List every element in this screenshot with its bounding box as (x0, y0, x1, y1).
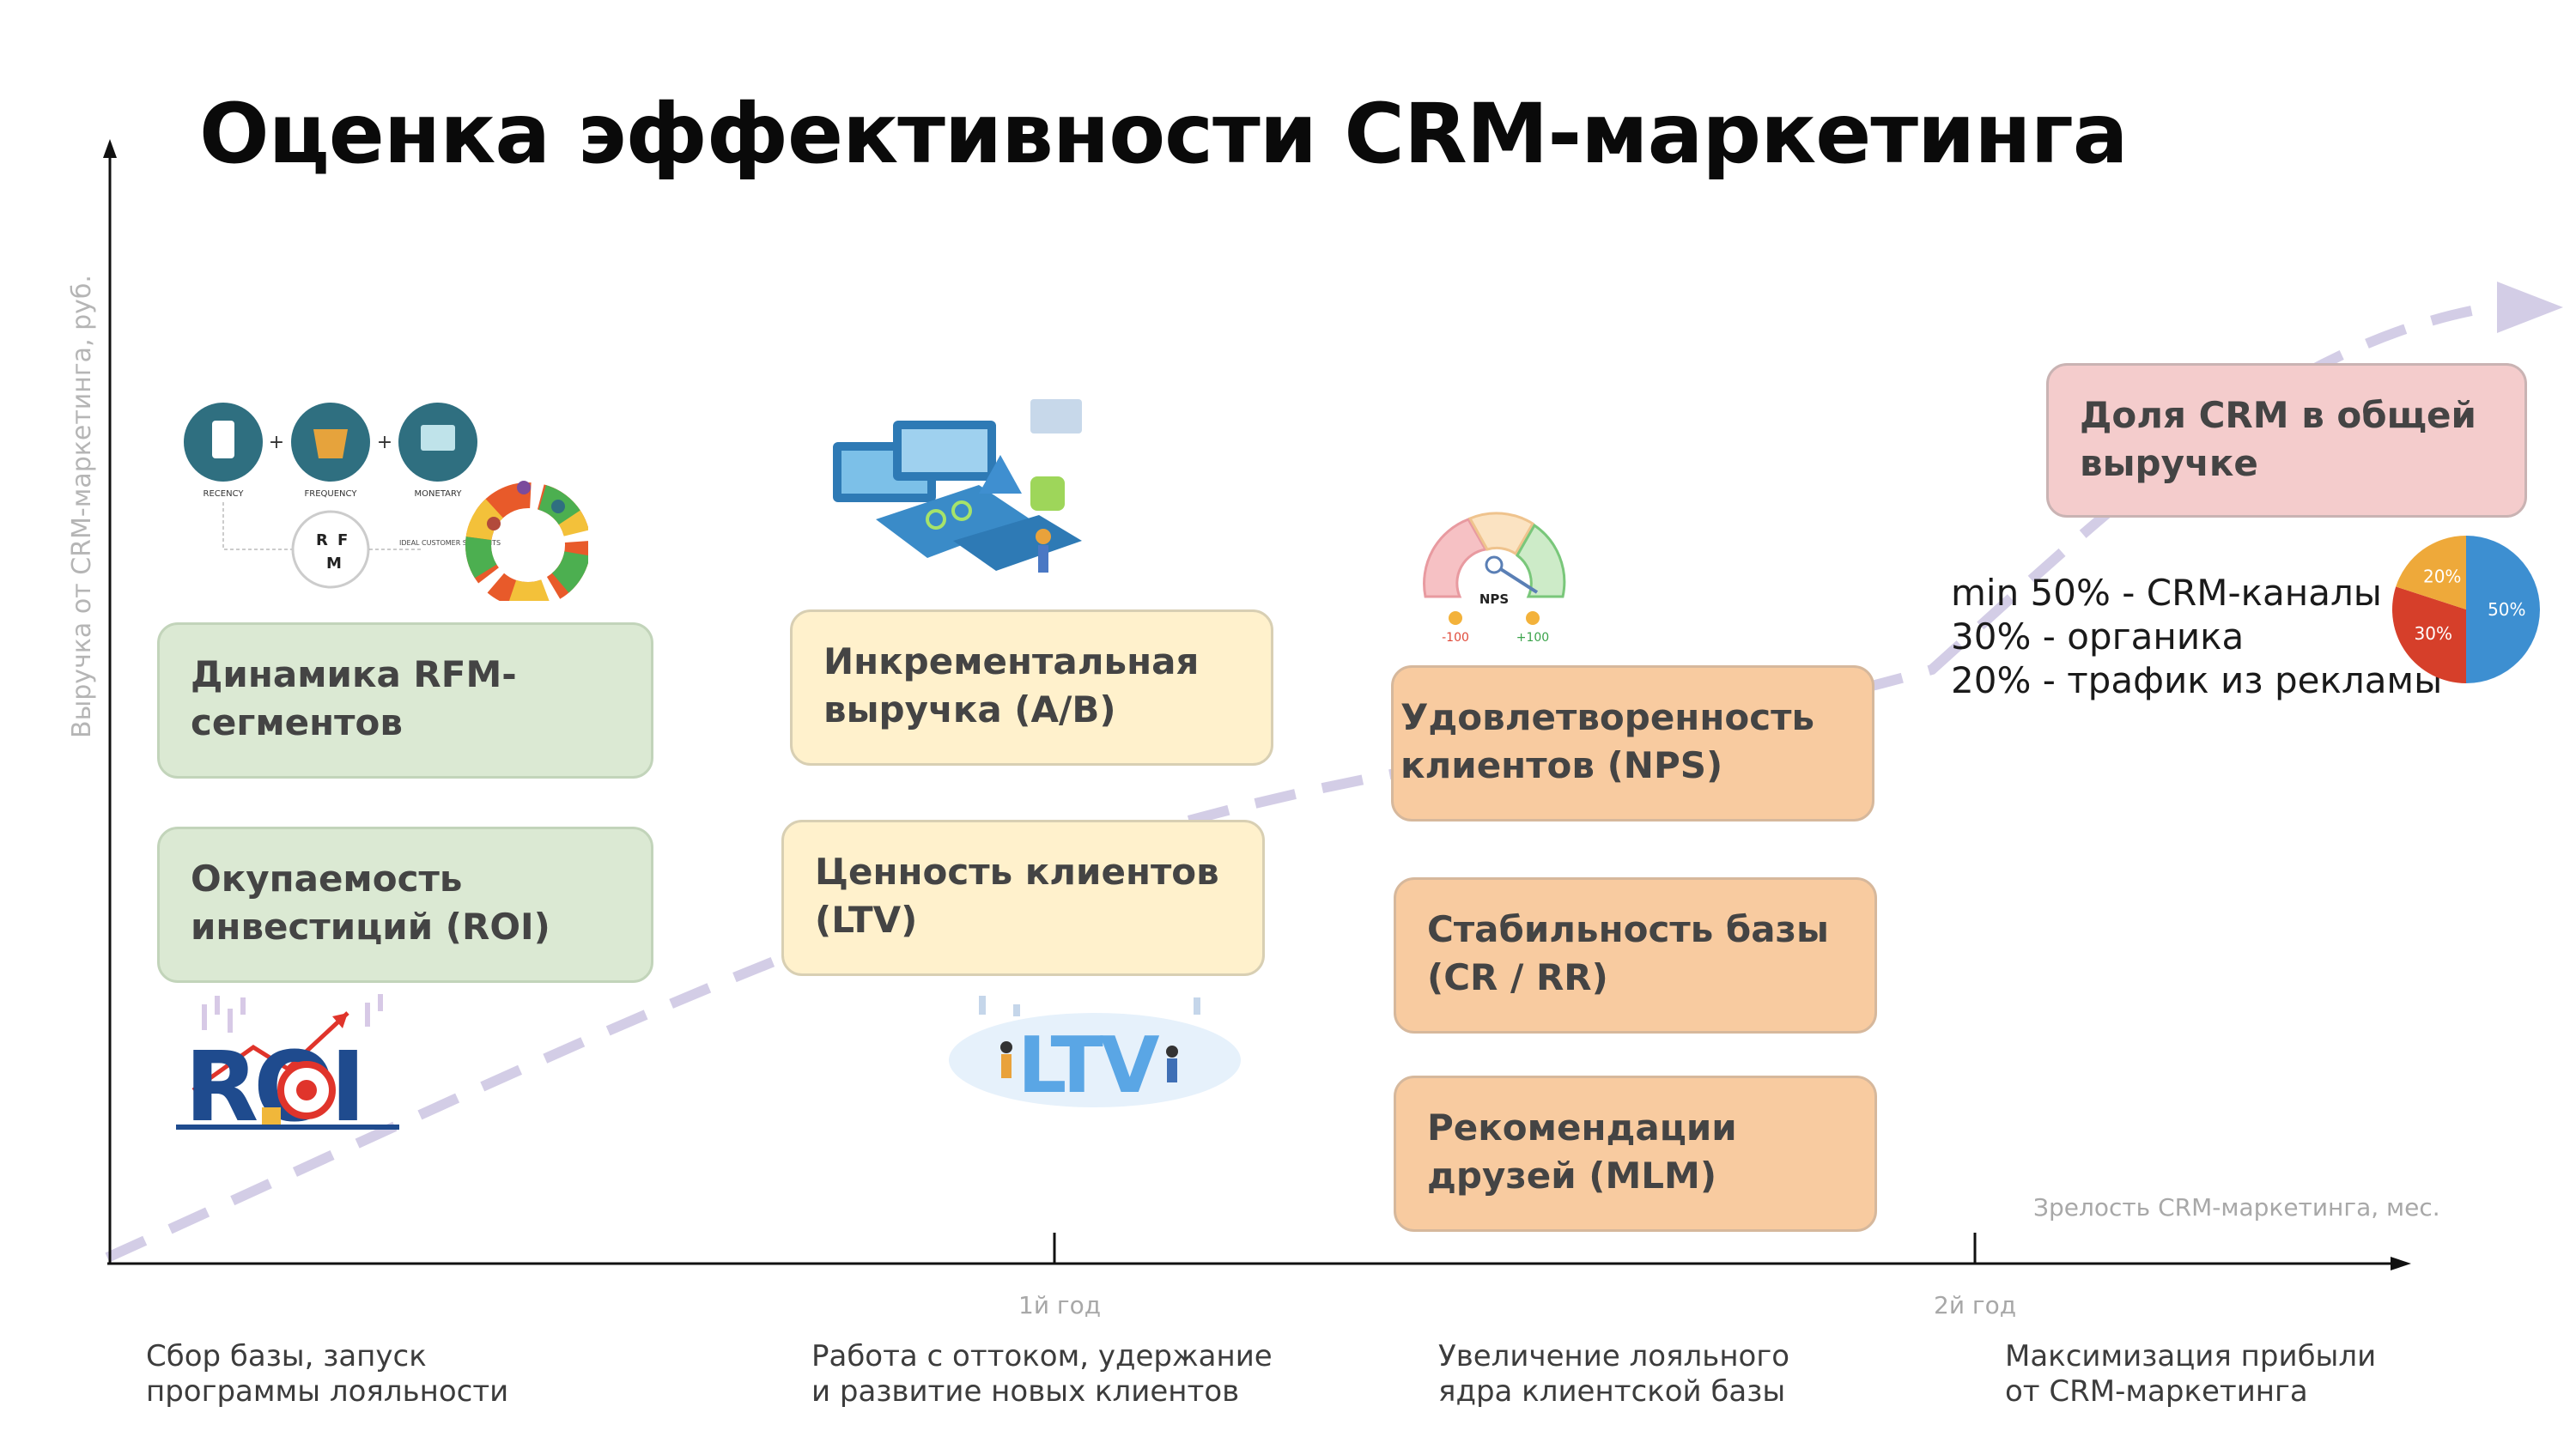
ab-test-illustration (833, 399, 1082, 573)
stage-1-text: Сбор базы, запуск программы лояльности (146, 1339, 509, 1409)
svg-text:+: + (377, 432, 392, 453)
phone-icon (953, 515, 1082, 571)
ideal-segments-caption: IDEAL CUSTOMER SEGMENTS (399, 539, 501, 547)
rfm-circle (291, 510, 370, 589)
stage-2-text: Работа с оттоком, удержание и развитие н… (811, 1339, 1273, 1409)
person-icon (1000, 1041, 1012, 1053)
svg-text:R: R (316, 531, 328, 549)
curve-arrowhead (2497, 282, 2563, 333)
svg-text:+: + (269, 432, 284, 453)
pie-label: 50% (2488, 599, 2525, 620)
pie-slice (2396, 536, 2466, 609)
coins-icon (262, 1107, 281, 1129)
person-icon (1036, 529, 1051, 544)
frequency-caption: FREQUENCY (305, 489, 358, 499)
gauge-segment-green (1516, 523, 1566, 598)
y-axis-arrow (103, 139, 117, 158)
monetary-caption: MONETARY (415, 489, 463, 499)
card-ltv: Ценность клиентов(LTV) (781, 820, 1265, 976)
stage-4-text: Максимизация прибыли от CRM-маркетинга (2005, 1339, 2377, 1409)
nps-gauge-illustration: NPS -100 +100 (1423, 512, 1566, 645)
crm-share-item: 20% - трафик из рекламы (1951, 659, 2443, 701)
card-cr: Стабильность базы(CR / RR) (1394, 877, 1877, 1034)
window-icon (1030, 399, 1082, 433)
pie-slice (2466, 536, 2540, 683)
stage-3-text: Увеличение лояльного ядра клиентской баз… (1438, 1339, 1790, 1409)
y-axis-label: Выручка от CRM-маркетинга, руб. (67, 275, 97, 738)
cash-icon (421, 425, 455, 451)
person-icon (517, 481, 531, 494)
crm-share-pie: 50% 30% 20% (2392, 536, 2540, 683)
tablet-icon (876, 485, 1030, 558)
svg-text:M: M (326, 555, 342, 573)
rfm-illustration: + + RECENCY FREQUENCY MONETARY R F M IDE… (184, 403, 588, 601)
person-icon (1166, 1046, 1178, 1058)
tick-label-year-2: 2й год (1934, 1291, 2017, 1319)
pie-label: 30% (2415, 623, 2452, 644)
letter-b-icon (1030, 476, 1065, 511)
svg-text:F: F (337, 531, 348, 549)
ltv-text: LTV (1018, 1021, 1160, 1111)
gauge-segment-red (1423, 518, 1488, 598)
card-rfm: Динамика RFM-сегментов (157, 622, 653, 779)
nps-label: NPS (1479, 591, 1509, 607)
x-axis-arrow (2391, 1257, 2411, 1270)
nps-max-label: +100 (1516, 631, 1549, 645)
crm-share-item: min 50% - CRM-каналы (1951, 572, 2382, 614)
gauge-segment-orange (1467, 512, 1535, 556)
pie-slice (2392, 586, 2466, 683)
page-title: Оценка эффективности CRM-маркетинга (199, 86, 2129, 182)
crm-share-list: min 50% - CRM-каналы 30% - органика 20% … (1951, 571, 2442, 702)
sad-face-icon (1449, 611, 1462, 625)
crm-share-item: 30% - органика (1951, 615, 2245, 658)
shopping-bag-icon (313, 429, 348, 458)
recency-caption: RECENCY (204, 489, 245, 499)
tick-label-year-1: 1й год (1018, 1291, 1102, 1319)
trend-arrow (191, 1011, 349, 1093)
roi-illustration: ROI (176, 994, 399, 1142)
letter-a-icon (979, 455, 1022, 494)
nps-min-label: -100 (1442, 631, 1469, 645)
ltv-illustration: LTV (949, 996, 1241, 1111)
person-icon (551, 500, 565, 513)
person-icon (487, 517, 501, 530)
pie-label: 20% (2423, 567, 2461, 587)
x-axis-label: Зрелость CRM-маркетинга, мес. (2033, 1193, 2440, 1222)
phone-icon (212, 421, 234, 458)
happy-face-icon (1526, 611, 1540, 625)
